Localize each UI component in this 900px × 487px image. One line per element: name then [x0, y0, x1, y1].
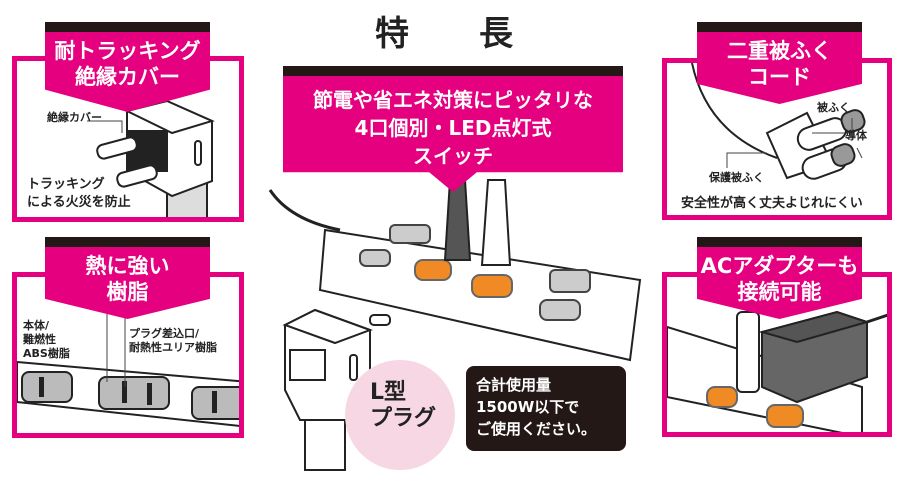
cord-illustration — [691, 63, 866, 180]
banner-strip — [697, 237, 862, 247]
title-line: 熱に強い — [85, 254, 170, 278]
label-insulation-cover: 絶縁カバー — [47, 111, 102, 124]
center-banner-strip — [283, 66, 623, 76]
power-strip-illustration — [268, 179, 642, 362]
label-line: 耐熱性ユリア樹脂 — [129, 341, 217, 354]
caption-tracking: トラッキング による火災を防止 — [27, 176, 131, 212]
page-title: 特 長 — [375, 14, 531, 54]
title-line: 絶縁カバー — [75, 65, 180, 89]
l-plug-badge — [345, 360, 455, 470]
label-line: 難燃性 — [23, 333, 56, 346]
note-line: 合計使用量 — [476, 376, 552, 394]
label-line: プラグ差込口/ — [129, 327, 200, 340]
title-line: コード — [748, 65, 811, 89]
banner-line: 節電や省エネ対策にピッタリな — [313, 88, 593, 112]
note-line: 1500W以下で — [476, 398, 580, 416]
label-sheath: 被ふく — [817, 101, 850, 114]
caption-line: トラッキング — [27, 177, 105, 192]
power-strip-closeup — [17, 290, 239, 427]
banner-line: スイッチ — [413, 144, 493, 168]
label-line: L型 — [370, 380, 407, 405]
title-line: 二重被ふく — [727, 39, 832, 63]
note-line: ご使用ください。 — [476, 420, 597, 438]
banner-strip — [45, 237, 210, 247]
adapter-illustration — [667, 310, 887, 432]
label-line: プラグ — [370, 406, 437, 431]
title-line: ACアダプターも — [700, 254, 859, 278]
l-plug-label: L型 プラグ — [370, 380, 436, 432]
banner-strip — [45, 22, 210, 32]
caption-cord: 安全性が高く丈夫よじれにくい — [681, 196, 863, 211]
l-plug-illustration — [282, 308, 391, 471]
label-outlet-resin: プラグ差込口/ 耐熱性ユリア樹脂 — [129, 327, 217, 355]
label-line: 本体/ — [23, 319, 50, 332]
title-line: 樹脂 — [106, 280, 149, 304]
title-line: 接続可能 — [737, 280, 822, 304]
banner-strip — [697, 22, 862, 32]
caption-line: による火災を防止 — [27, 195, 131, 210]
banner-line: 4口個別・LED点灯式 — [354, 116, 552, 140]
title-line: 耐トラッキング — [54, 39, 201, 63]
label-protective-sheath: 保護被ふく — [709, 171, 764, 184]
usage-note: 合計使用量 1500W以下で ご使用ください。 — [466, 366, 626, 451]
label-body-resin: 本体/ 難燃性 ABS樹脂 — [23, 319, 70, 361]
label-line: ABS樹脂 — [23, 347, 70, 360]
label-conductor: 導体 — [845, 129, 867, 142]
plug-illustration — [87, 99, 215, 217]
